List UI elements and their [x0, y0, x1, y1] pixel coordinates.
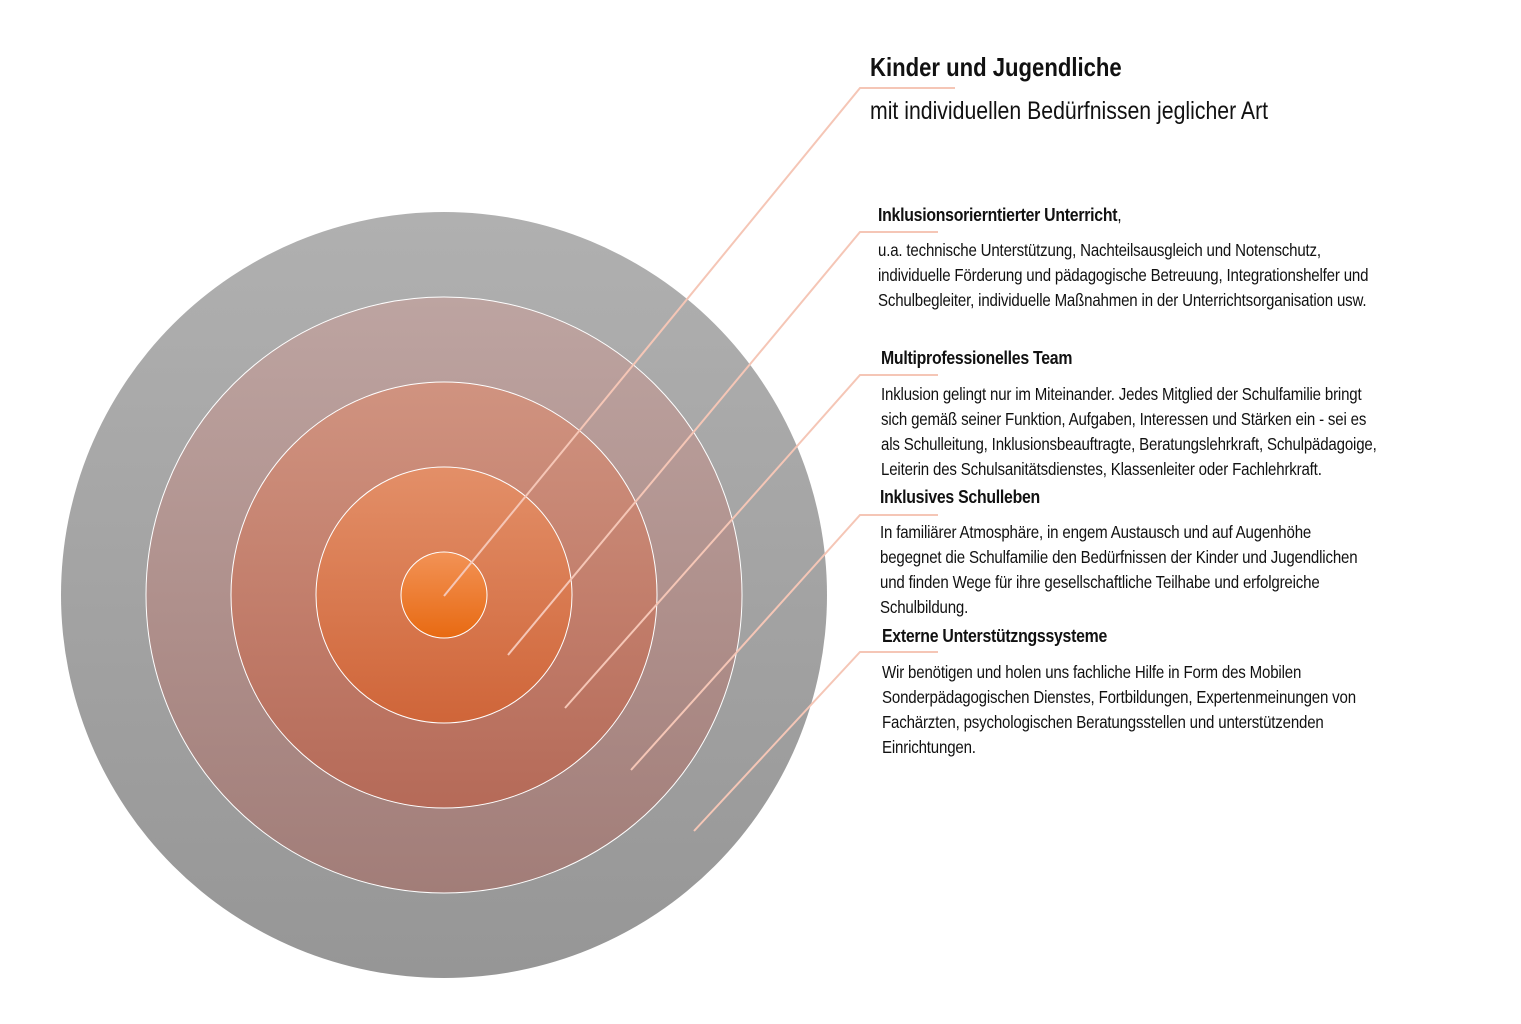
leader-line-teaching [507, 231, 938, 656]
text-line: Leiterin des Schulsanitätsdienstes, Klas… [881, 459, 1322, 479]
ring-external-description: Wir benötigen und holen uns fachliche Hi… [882, 660, 1356, 760]
text-line: sich gemäß seiner Funktion, Aufgaben, In… [881, 409, 1367, 429]
text-line: Schulbegleiter, individuelle Maßnahmen i… [878, 290, 1367, 310]
leader-line-school-life [630, 514, 938, 771]
leader-line-team [564, 374, 938, 709]
ring-school-life-title: Inklusives Schulleben [880, 487, 1040, 507]
text-line: u.a. technische Unterstützung, Nachteils… [878, 240, 1321, 260]
text-line: Inklusion gelingt nur im Miteinander. Je… [881, 384, 1362, 404]
text-line: In familiärer Atmosphäre, in engem Austa… [880, 522, 1312, 542]
ring-team-title: Multiprofessionelles Team [881, 348, 1073, 368]
text-line: Fachärzten, psychologischen Beratungsste… [882, 712, 1324, 732]
core-title: Kinder und Jugendliche [870, 52, 1122, 82]
ring-external-title: Externe Unterstützngssysteme [882, 626, 1108, 646]
text-line: Einrichtungen. [882, 737, 976, 757]
text-line: individuelle Förderung und pädagogische … [878, 265, 1369, 285]
ring-team-description: Inklusion gelingt nur im Miteinander. Je… [881, 382, 1377, 482]
ring-school-life-description: In familiärer Atmosphäre, in engem Austa… [880, 520, 1358, 620]
core-subtitle: mit individuellen Bedürfnissen jeglicher… [870, 97, 1269, 125]
text-line: Wir benötigen und holen uns fachliche Hi… [882, 662, 1302, 682]
leader-line-core [443, 87, 955, 597]
ring-teaching-title: Inklusionsorierntierter Unterricht, [878, 205, 1122, 225]
ring-teaching-description: u.a. technische Unterstützung, Nachteils… [878, 238, 1368, 313]
text-line: Sonderpädagogischen Dienstes, Fortbildun… [882, 687, 1356, 707]
text-line: Schulbildung. [880, 597, 969, 617]
leader-line-external [693, 651, 938, 832]
text-line: und finden Wege für ihre gesellschaftlic… [880, 572, 1320, 592]
text-line: als Schulleitung, Inklusionsbeauftragte,… [881, 434, 1377, 454]
text-line: begegnet die Schulfamilie den Bedürfniss… [880, 547, 1358, 567]
